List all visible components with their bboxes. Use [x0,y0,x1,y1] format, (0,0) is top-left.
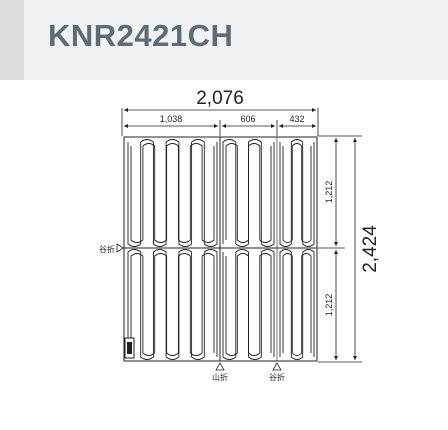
panel-outline [123,136,318,362]
header-accent-bar [0,0,24,80]
pipe-run-5 [282,143,312,243]
bottom-left-fold-label: 山折 [212,372,228,382]
bottom-right-fold-label: 谷折 [269,372,285,382]
panel-height-label-top: 1,212 [324,181,334,204]
segment-label-1: 1,038 [160,114,183,124]
total-width-label: 2,076 [196,88,244,109]
left-fold-label: 谷折 [99,244,115,254]
pipe-header-block [124,337,135,359]
height-dimensions: 1,212 1,212 2,424 [318,135,381,363]
model-title: KNR2421CH [48,18,234,53]
bottom-right-fold-marker: 谷折 [269,362,285,382]
pipe-run-11 [282,253,312,356]
segment-label-2: 606 [240,114,255,124]
pipe-run-10 [279,249,315,360]
pipe-run-6 [127,249,218,360]
pipe-run-3 [225,143,272,243]
floor-heating-panel-diagram: 2,076 1,038 606 432 1,212 1,212 2,424 [99,88,381,382]
pipe-run-4 [279,139,315,247]
header-band: KNR2421CH [0,0,448,80]
pipe-run-7 [130,253,215,356]
pipe-run-9 [225,253,272,356]
left-fold-marker: 谷折 [99,243,124,254]
pipe-run-0 [127,139,218,247]
total-height-label: 2,424 [360,225,381,273]
heating-pipe-pattern [127,139,315,360]
panel-height-label-bottom: 1,212 [324,294,334,317]
segment-label-3: 432 [289,114,304,124]
total-width-dimension: 2,076 [121,88,319,136]
bottom-left-fold-marker: 山折 [212,362,228,382]
segment-dimensions: 1,038 606 432 [124,114,316,136]
pipe-run-1 [130,143,215,243]
